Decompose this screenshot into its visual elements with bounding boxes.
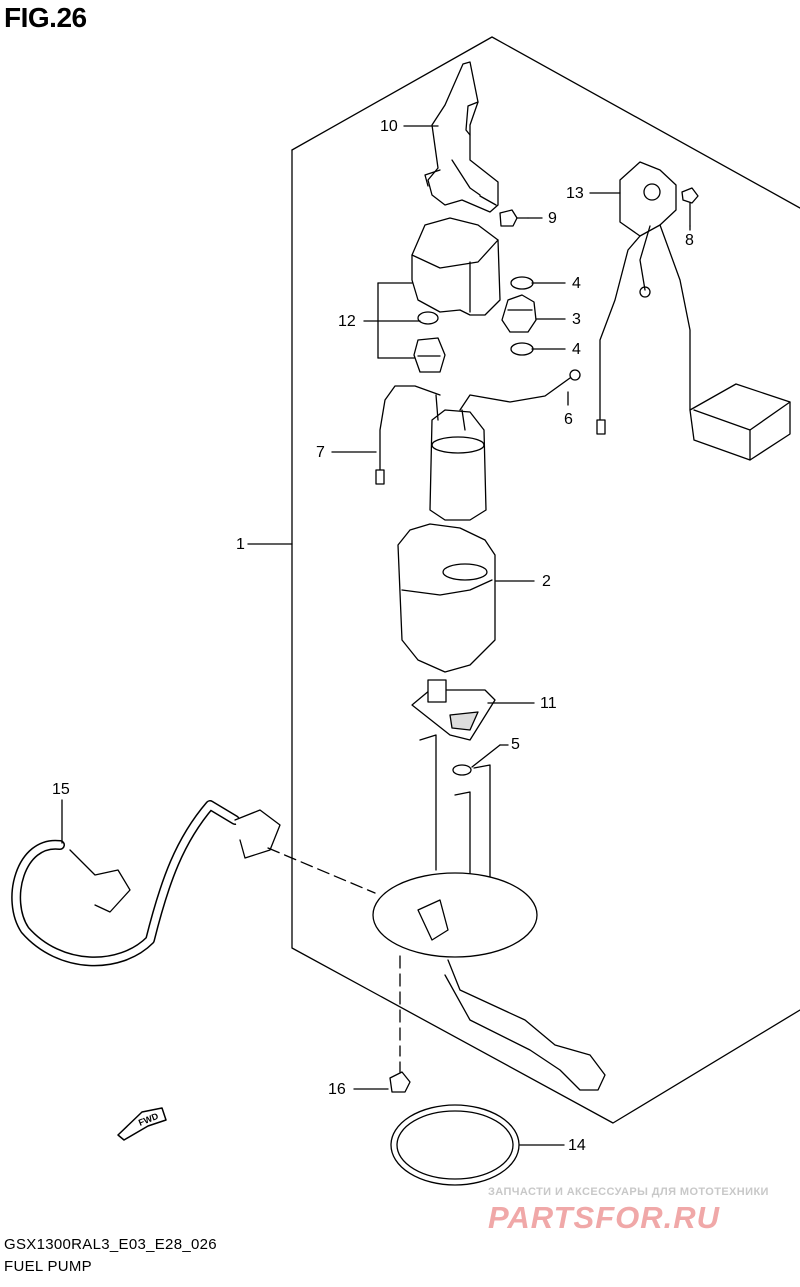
part-13-sensor [596,161,791,461]
callout-6: 6 [564,411,573,428]
fwd-arrow-icon: FWD [117,1107,167,1141]
watermark-tagline: ЗАПЧАСТИ И АКСЕССУАРЫ ДЛЯ МОТОТЕХНИКИ [488,1186,769,1198]
part-7-lead-wire [375,385,441,485]
callout-11: 11 [540,695,557,712]
callout-7: 7 [316,444,325,461]
part-4-oring-upper [510,276,534,290]
part-3-valve [501,294,537,333]
callout-4-lower: 4 [572,341,581,358]
callout-5: 5 [511,736,520,753]
callout-2: 2 [542,573,551,590]
callout-15: 15 [52,781,70,798]
watermark-logo: PARTSFOR.RU [488,1200,721,1235]
callout-8: 8 [685,232,694,249]
model-code: GSX1300RAL3_E03_E28_026 [4,1236,217,1253]
part-15-fuel-hose [11,800,281,967]
part-10-bracket [424,61,499,213]
assembly-frame [291,36,800,209]
assembly-frame-lower [291,149,800,1124]
callout-14: 14 [568,1137,586,1154]
part-2-pump-holder [397,523,496,673]
part-12-regulator [411,217,501,373]
fuel-pump-motor [429,394,487,521]
leader-lines [61,125,691,1146]
part-5-oring [452,764,472,776]
part-8-screw [681,187,699,227]
callout-1: 1 [236,536,245,553]
diagram-name: FUEL PUMP [4,1258,92,1275]
part-11-filter [411,679,496,741]
callout-12: 12 [338,313,356,330]
callout-4-upper: 4 [572,275,581,292]
part-6-lead-wire [459,369,581,411]
pump-base-plate [372,734,606,1091]
part-14-gasket [390,1104,520,1186]
callout-13: 13 [566,185,584,202]
part-9-bolt [499,209,529,227]
centerline-hose [267,847,376,894]
part-16-bolt [389,1054,411,1093]
callout-3: 3 [572,311,581,328]
part-4-oring-lower [510,342,534,356]
callout-16: 16 [328,1081,346,1098]
figure-title: FIG.26 [4,2,87,33]
callout-10: 10 [380,118,398,135]
callout-9: 9 [548,210,557,227]
